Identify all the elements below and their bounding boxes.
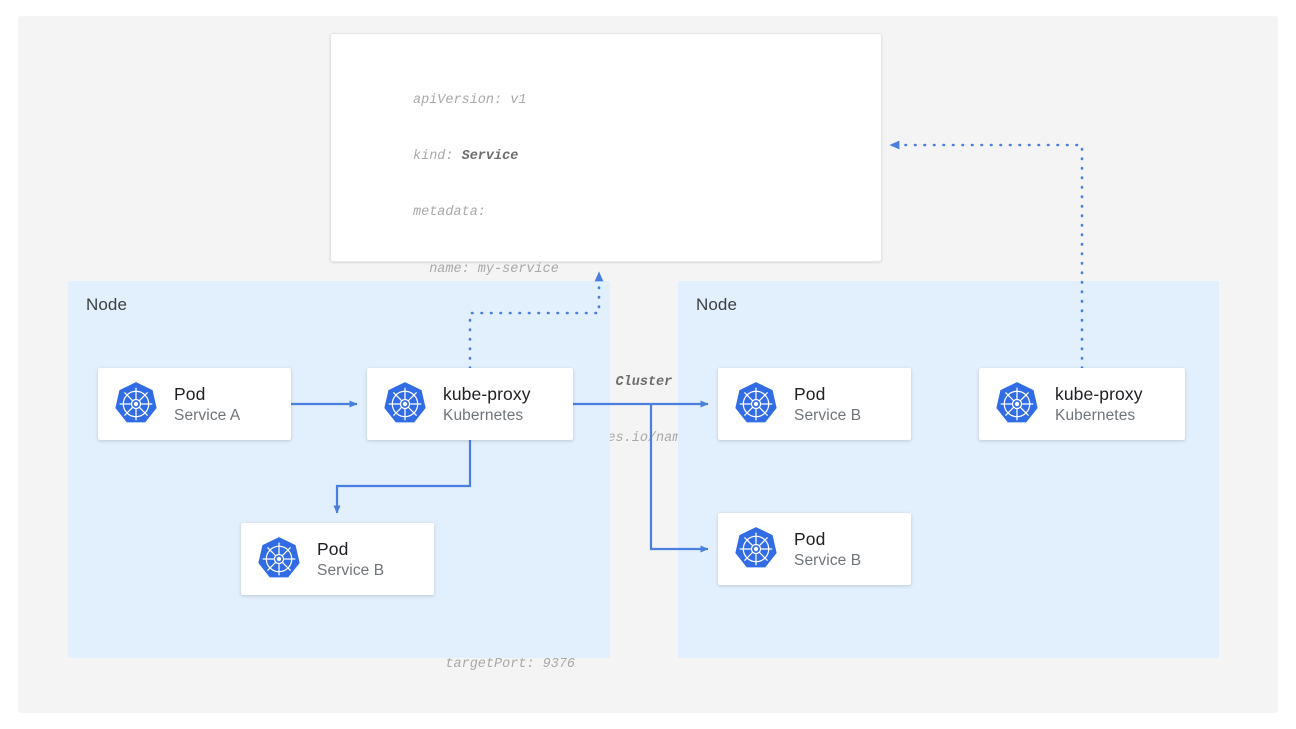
entity-text: kube-proxy Kubernetes: [443, 383, 531, 426]
entity-subtitle: Service B: [317, 561, 385, 579]
service-manifest-card: apiVersion: v1 kind: Service metadata: n…: [330, 33, 882, 672]
entity-text: kube-proxy Kubernetes: [1055, 383, 1143, 426]
yaml-line-kind: kind: Service: [413, 148, 745, 167]
entity-subtitle: Service B: [794, 406, 862, 424]
node-label-right: Node: [696, 295, 738, 314]
yaml-line-name: name: my-service: [413, 261, 559, 277]
yaml-line-targetport: targetPort: 9376: [413, 656, 576, 672]
node-label-left: Node: [86, 295, 128, 314]
entity-kube-proxy-left[interactable]: kube-proxy Kubernetes: [367, 368, 573, 440]
entity-subtitle: Service B: [794, 551, 862, 569]
entity-subtitle: Kubernetes: [1055, 406, 1136, 424]
kubernetes-logo-icon: [732, 380, 780, 428]
entity-text: Pod Service A: [174, 383, 240, 426]
entity-subtitle: Kubernetes: [443, 406, 524, 424]
entity-pod-service-a[interactable]: Pod Service A: [98, 368, 291, 440]
entity-subtitle: Service A: [174, 406, 241, 424]
entity-title: Pod: [794, 528, 826, 549]
yaml-kind-value: Service: [461, 148, 519, 164]
entity-text: Pod Service B: [794, 528, 861, 571]
entity-text: Pod Service B: [794, 383, 861, 426]
yaml-line-metadata: metadata:: [413, 205, 486, 221]
entity-kube-proxy-right[interactable]: kube-proxy Kubernetes: [979, 368, 1185, 440]
kubernetes-logo-icon: [381, 380, 429, 428]
entity-pod-service-b-right-top[interactable]: Pod Service B: [718, 368, 911, 440]
entity-title: Pod: [174, 383, 206, 404]
yaml-kind-key: kind:: [413, 148, 462, 164]
entity-pod-service-b-right-bottom[interactable]: Pod Service B: [718, 513, 911, 585]
entity-text: Pod Service B: [317, 538, 384, 581]
entity-title: Pod: [794, 383, 826, 404]
entity-title: kube-proxy: [443, 383, 531, 404]
kubernetes-logo-icon: [112, 380, 160, 428]
kubernetes-logo-icon: [732, 525, 780, 573]
kubernetes-logo-icon: [993, 380, 1041, 428]
entity-pod-service-b-left[interactable]: Pod Service B: [241, 523, 434, 595]
entity-title: kube-proxy: [1055, 383, 1143, 404]
node-panel-left: Node: [68, 281, 610, 658]
node-panel-right: Node: [678, 281, 1219, 658]
kubernetes-logo-icon: [255, 535, 303, 583]
entity-title: Pod: [317, 538, 349, 559]
yaml-line-apiversion: apiVersion: v1: [413, 92, 527, 108]
